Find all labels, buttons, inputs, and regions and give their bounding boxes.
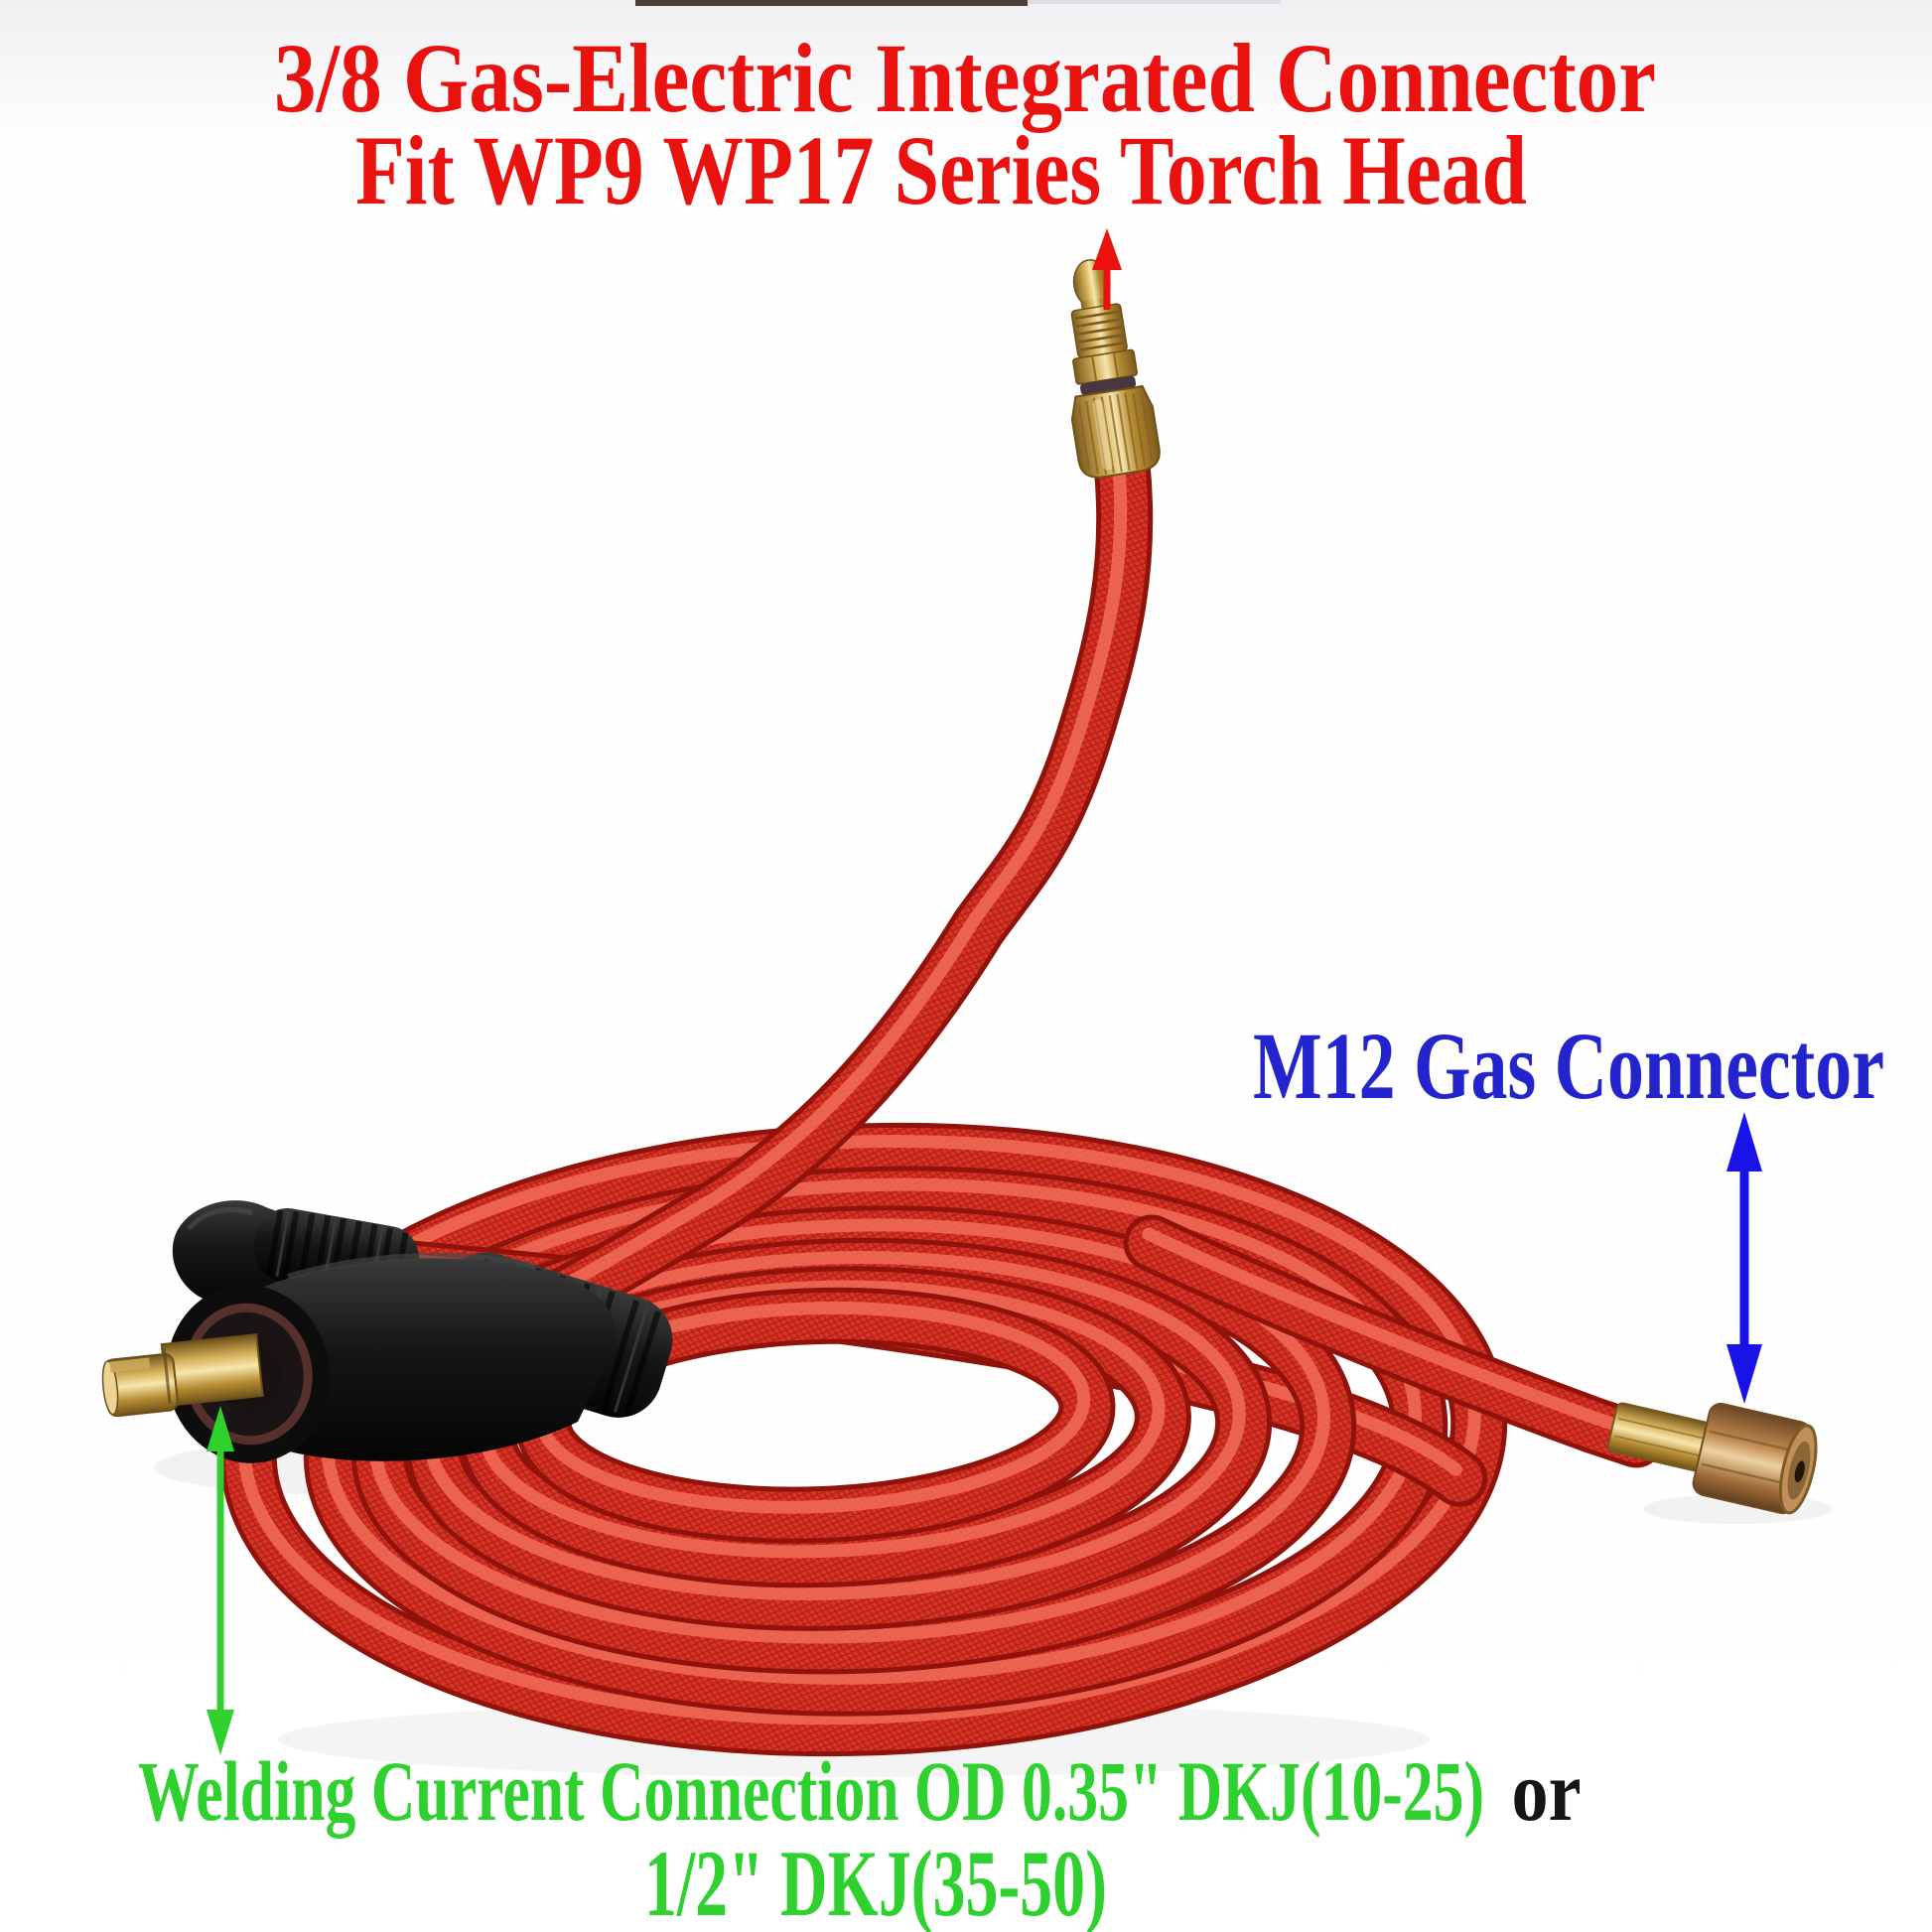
top-crop-strip xyxy=(635,0,1028,6)
cable-strand-to-m12 xyxy=(1123,1214,1665,1468)
welding-connection-label-or: or xyxy=(1512,1743,1582,1839)
green-double-arrow xyxy=(207,1406,234,1755)
annotations: 3/8 Gas-Electric Integrated Connector Fi… xyxy=(138,23,1884,1932)
welding-connection-label-line1: Welding Current Connection OD 0.35" DKJ(… xyxy=(138,1743,1582,1839)
title-line1: 3/8 Gas-Electric Integrated Connector xyxy=(274,23,1656,133)
red-up-arrow xyxy=(1092,228,1122,310)
torch-head-brass-connector xyxy=(1070,259,1161,479)
welding-connection-label-green: Welding Current Connection OD 0.35" DKJ(… xyxy=(138,1743,1484,1839)
title-line2: Fit WP9 WP17 Series Torch Head xyxy=(355,115,1527,225)
dinse-power-connector xyxy=(101,1200,673,1463)
blue-double-arrow xyxy=(1726,1112,1762,1404)
welding-connection-label-line2: 1/2" DKJ(35-50) xyxy=(644,1831,1107,1932)
top-crop-strip-light xyxy=(1028,0,1281,4)
m12-gas-connector xyxy=(1606,1402,1818,1515)
m12-gas-connector-label: M12 Gas Connector xyxy=(1253,1013,1884,1119)
cable-strand-from-torch-head xyxy=(489,436,1154,1349)
